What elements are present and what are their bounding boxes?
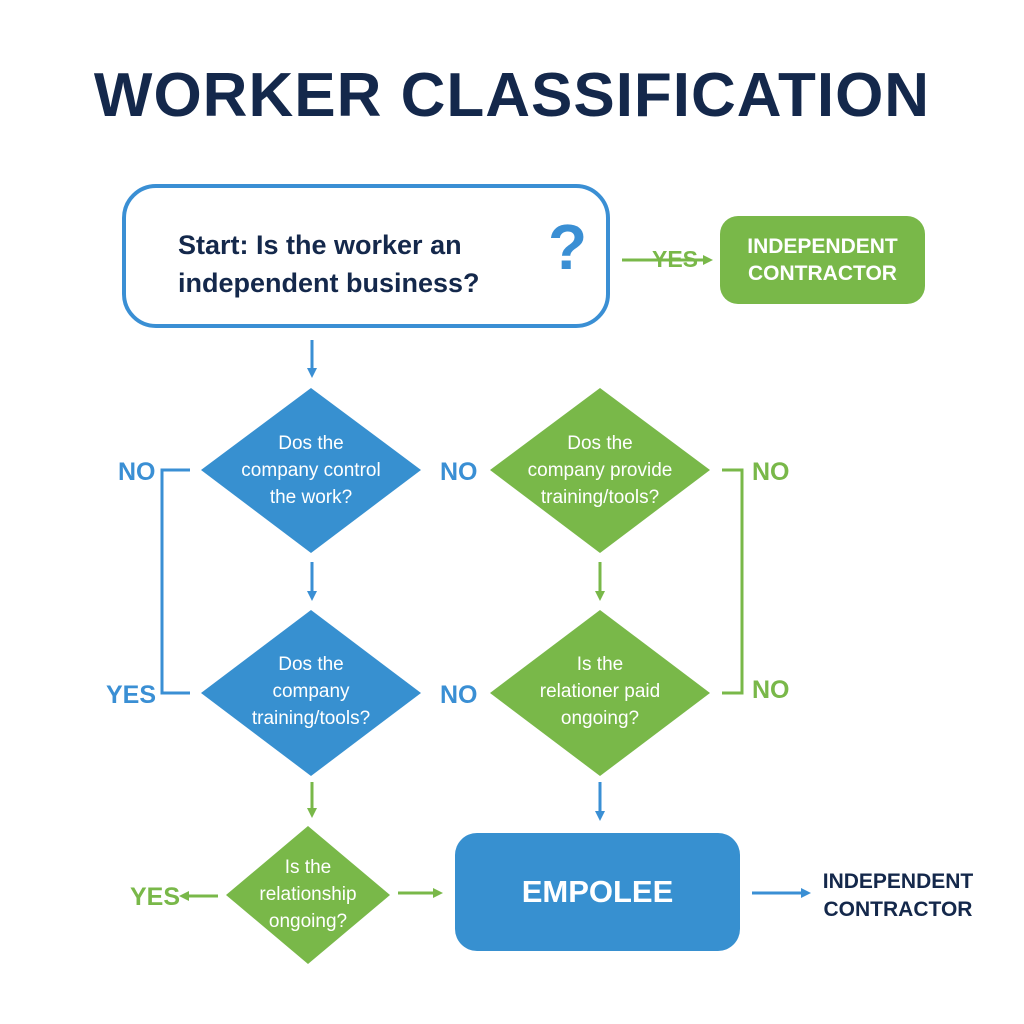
page-title: WORKER CLASSIFICATION — [93, 61, 931, 130]
diamond-relationship-paid-text: Is the relationer paid ongoing? — [539, 654, 661, 729]
diamond-control-work — [201, 388, 421, 553]
connector-left-bracket — [160, 468, 190, 695]
diamond-company-provide-text: Dos the company provide training/tools? — [527, 433, 673, 508]
diamond-company-training-left — [201, 610, 421, 776]
employee-box: EMPOLEE — [455, 833, 740, 951]
connector-right-bracket — [722, 468, 744, 695]
label-yes-left: YES — [106, 681, 157, 709]
label-no-mid-top: NO — [440, 458, 478, 486]
label-yes-bottom-left: YES — [130, 883, 181, 911]
label-no-right-bottom: NO — [752, 676, 790, 704]
label-yes-top: YES — [652, 246, 699, 272]
diamond-control-work-text: Dos the company control the work? — [241, 433, 381, 508]
start-question: Start: Is the worker an independent busi… — [178, 230, 480, 298]
start-box — [122, 184, 610, 328]
label-no-left: NO — [118, 458, 156, 486]
question-mark-icon: ? — [548, 211, 588, 283]
independent-contractor-box: INDEPENDENT CONTRACTOR — [720, 216, 925, 304]
diamond-relationship-ongoing — [226, 826, 390, 964]
diamond-relationship-paid — [490, 610, 710, 776]
independent-contractor-output: INDEPENDENT CONTRACTOR — [822, 870, 974, 921]
diamond-company-provide — [490, 388, 710, 553]
diamond-company-training-left-text: Dos the company training/tools? — [251, 654, 371, 729]
label-no-right-top: NO — [752, 458, 790, 486]
label-no-mid-bottom: NO — [440, 681, 478, 709]
diamond-relationship-ongoing-text: Is the relationship ongoing? — [259, 857, 357, 932]
